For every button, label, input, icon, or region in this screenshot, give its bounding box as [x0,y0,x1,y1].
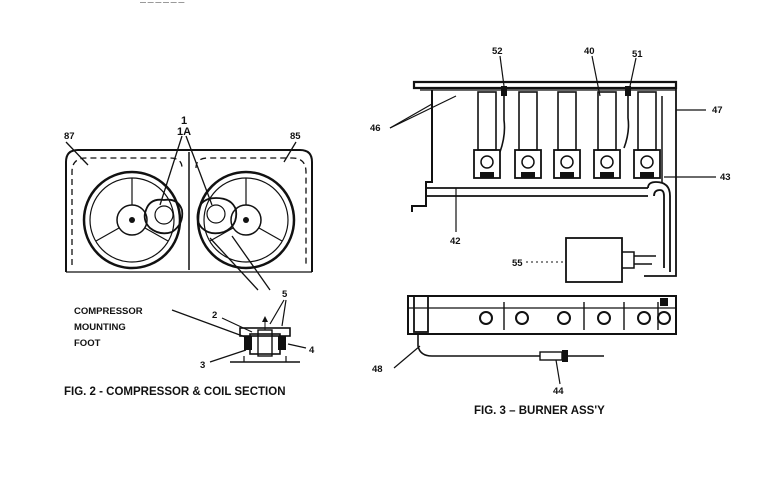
label-42: 42 [450,236,461,247]
gas-manifold [412,80,678,90]
label-2: 2 [212,310,217,321]
burner-tube-1 [473,91,501,179]
label-48: 48 [372,364,383,375]
label-43: 43 [720,172,731,183]
label-85: 85 [290,131,301,142]
compressor-right [196,197,238,235]
figure-3-caption: FIG. 3 – BURNER ASS'Y [474,405,605,417]
label-1a: 1A [177,126,191,138]
label-1: 1 [181,115,187,127]
figure-3-burner-assembly: 52 40 51 46 47 43 42 55 [370,46,731,417]
label-44: 44 [553,386,564,397]
figure-2-caption: FIG. 2 - COMPRESSOR & COIL SECTION [64,386,286,398]
label-87: 87 [64,131,75,142]
compressor-foot-line-2: MOUNTING [74,322,126,333]
burner-tube-3 [553,91,581,179]
fan-right [196,170,296,270]
fan-left [82,170,182,270]
label-5: 5 [282,289,288,300]
compressor-foot-line-1: COMPRESSOR [74,306,143,317]
compressor-foot-line-3: FOOT [74,338,101,349]
flame-sensor-wire [623,90,630,149]
igniter-wire [499,90,506,153]
coil-cabinet-outline [65,149,313,272]
burner-tube-2 [514,91,542,179]
label-4: 4 [309,345,315,356]
label-55: 55 [512,258,523,269]
left-bracket [411,90,433,212]
coil-guard-right [195,157,307,265]
label-52: 52 [492,46,503,57]
header-strip: — — — — — — [140,0,184,6]
burner-tube-5 [633,91,661,179]
label-40: 40 [584,46,595,57]
burner-tube-4 [593,91,621,179]
figure-2-compressor-coil: 1 1A 87 85 COMPRESSOR MOUNTING FOOT 2 3 … [64,115,315,398]
label-51: 51 [632,49,643,60]
coil-guard-left [71,157,183,265]
gas-valve [565,237,656,283]
label-47: 47 [712,105,723,116]
compressor-mounting-foot [230,316,300,363]
right-frame [644,88,677,277]
burner-side-view [407,295,677,362]
label-3: 3 [200,360,205,371]
label-46: 46 [370,123,381,134]
